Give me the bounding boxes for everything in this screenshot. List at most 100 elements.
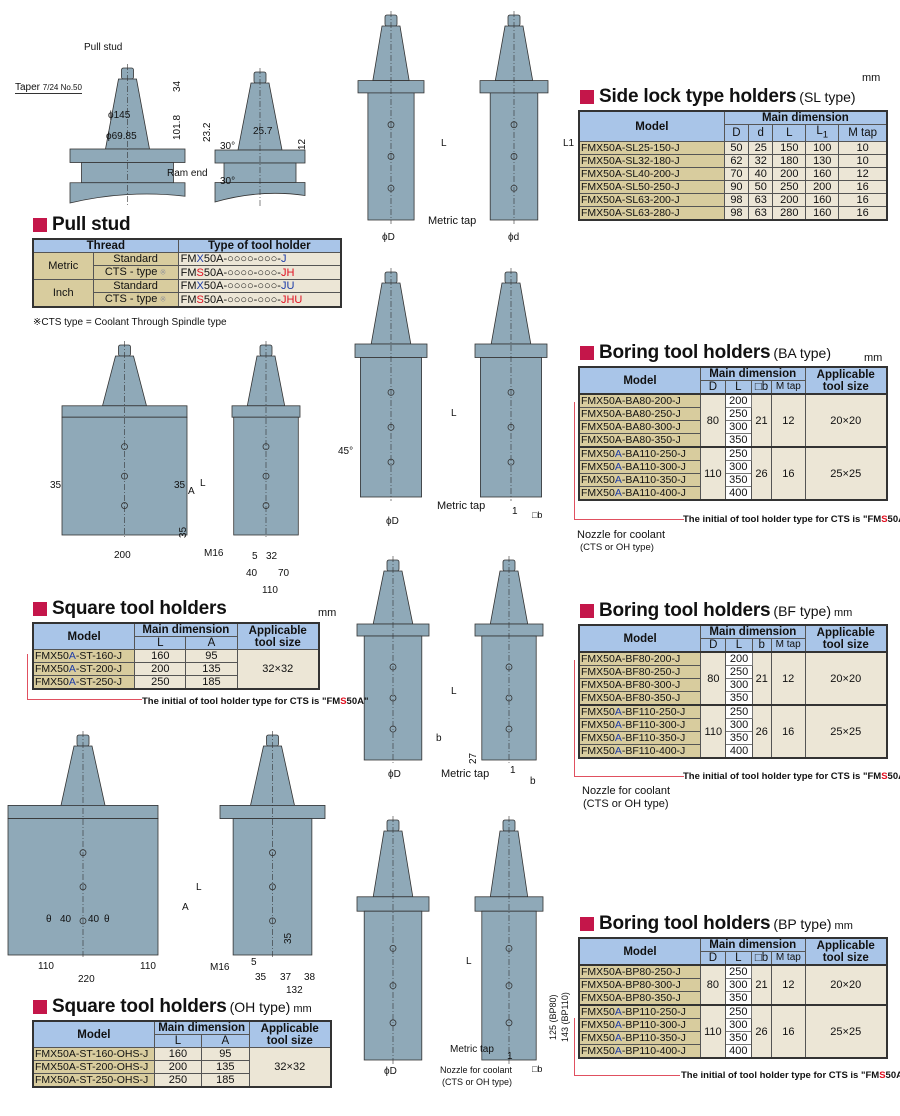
l-cell: 350 bbox=[724, 433, 752, 448]
value-cell: 160 bbox=[805, 206, 840, 221]
model-cell: FMX50A-BF80-350-J bbox=[578, 691, 702, 706]
header-col: b bbox=[751, 638, 772, 653]
boring-bp-unit: mm bbox=[834, 920, 853, 932]
model-cell: FMX50A-BA110-400-J bbox=[578, 486, 701, 501]
value-cell: 50 bbox=[748, 180, 774, 195]
value-cell: 98 bbox=[723, 193, 750, 208]
tool-size-cell: 25×25 bbox=[804, 446, 888, 501]
model-cell: FMX50A-BP110-400-J bbox=[578, 1044, 701, 1059]
l-cell: 300 bbox=[724, 460, 752, 474]
boring-ba-subtitle: (BA type) bbox=[773, 345, 832, 361]
cts-bracket bbox=[574, 402, 684, 520]
header-col: L bbox=[725, 638, 753, 653]
header-main-dimension: Main dimension bbox=[153, 1020, 250, 1035]
tool-size-cell: 32×32 bbox=[248, 1047, 332, 1088]
value-cell: 280 bbox=[772, 206, 807, 221]
l-cell: 250 bbox=[724, 446, 752, 461]
model-cell: FMX50A-BP110-350-J bbox=[578, 1031, 701, 1045]
cts-note: The initial of tool holder type for CTS … bbox=[683, 771, 900, 782]
header-col: M tap bbox=[770, 638, 806, 653]
dim-b: □b bbox=[532, 1064, 543, 1074]
square-holder-side-drawing bbox=[231, 341, 301, 539]
header-d: d bbox=[748, 123, 774, 143]
value-cell: 16 bbox=[838, 206, 888, 221]
value-cell: 250 bbox=[772, 180, 807, 195]
dim-phiD: ϕD bbox=[386, 516, 399, 527]
l-cell: 250 bbox=[725, 665, 753, 679]
l-cell: 250 bbox=[724, 407, 752, 421]
model-cell: FMX50A-BA80-200-J bbox=[578, 393, 701, 408]
label-ram-end: Ram end bbox=[167, 168, 208, 179]
model-a-letter: A bbox=[614, 706, 622, 718]
square-oh-unit: mm bbox=[293, 1003, 312, 1015]
cts-note-prefix: The initial of tool holder type for CTS … bbox=[681, 1070, 880, 1081]
dim-5: 5 bbox=[252, 551, 258, 562]
value-cell: 100 bbox=[805, 141, 840, 156]
boring-bp-title: Boring tool holders(BP type)mm bbox=[580, 913, 853, 935]
label-nozzle: Nozzle for coolant bbox=[440, 1065, 513, 1075]
square-holder-front-drawing bbox=[61, 341, 188, 539]
table-row: FMX50A-BA110-300-J 300 bbox=[578, 460, 887, 474]
model-cell: FMX50A-BF80-300-J bbox=[578, 678, 702, 692]
l-cell: 350 bbox=[724, 473, 752, 487]
model-cell: FMX50A-BP80-300-J bbox=[578, 978, 701, 992]
header-model: Model bbox=[578, 110, 725, 143]
oh-holder-front-drawing bbox=[7, 731, 159, 959]
type-cell: Standard bbox=[92, 279, 179, 293]
dim-35-vert: 35 bbox=[283, 932, 294, 944]
dim-110: 110 bbox=[262, 585, 278, 596]
l-cell: 250 bbox=[724, 1004, 752, 1019]
l-cell: 200 bbox=[724, 393, 752, 408]
header-type: Type of tool holder bbox=[177, 238, 342, 253]
table-row: CTS - type ※FMS50A-○○○○-○○○-JHU bbox=[33, 292, 342, 308]
dim-b2: b bbox=[530, 776, 536, 787]
header-col: M tap bbox=[771, 951, 806, 966]
dim-35-lower: 35 bbox=[178, 526, 189, 538]
l-cell: 300 bbox=[724, 978, 752, 992]
header-model: Model bbox=[578, 624, 702, 653]
model-cell: FMX50A-BA80-300-J bbox=[578, 420, 701, 434]
oh-holder-side-drawing bbox=[219, 731, 326, 959]
value-cell: 200 bbox=[153, 1060, 203, 1074]
model-a-letter: A bbox=[614, 1045, 622, 1057]
value-cell: 160 bbox=[134, 649, 187, 663]
d-cell: 80 bbox=[699, 393, 726, 448]
code-suffix: J bbox=[280, 253, 287, 265]
cts-note: The initial of tool holder type for CTS … bbox=[683, 514, 900, 525]
side-lock-title: Side lock type holders(SL type) bbox=[580, 86, 856, 108]
bf-holder-front-drawing bbox=[356, 556, 430, 764]
pull-stud-side-drawing bbox=[214, 68, 306, 206]
model-cell: FMX50A-BA110-300-J bbox=[578, 460, 701, 474]
dim-phi69-85: ϕ69.85 bbox=[106, 131, 137, 142]
value-cell: 185 bbox=[185, 675, 238, 690]
model-cell: FMX50A-SL63-200-J bbox=[578, 193, 725, 208]
dim-A: A bbox=[188, 486, 195, 497]
tool-size-cell: 32×32 bbox=[236, 649, 320, 690]
l-cell: 400 bbox=[725, 744, 753, 759]
dim-35: 35 bbox=[255, 972, 267, 983]
section-marker-icon bbox=[580, 917, 594, 931]
value-cell: 25 bbox=[748, 141, 774, 156]
header-tool-size: Applicable tool size bbox=[804, 624, 888, 653]
value-cell: 180 bbox=[772, 154, 807, 169]
header-main-dimension: Main dimension bbox=[700, 624, 806, 639]
model-cell: FMX50A-ST-200-OHS-J bbox=[32, 1060, 155, 1074]
dim-1: 1 bbox=[510, 765, 516, 776]
dim-b: b bbox=[436, 733, 442, 744]
cts-note-s: S bbox=[881, 771, 888, 782]
boring-bf-title-text: Boring tool holders bbox=[599, 600, 771, 621]
